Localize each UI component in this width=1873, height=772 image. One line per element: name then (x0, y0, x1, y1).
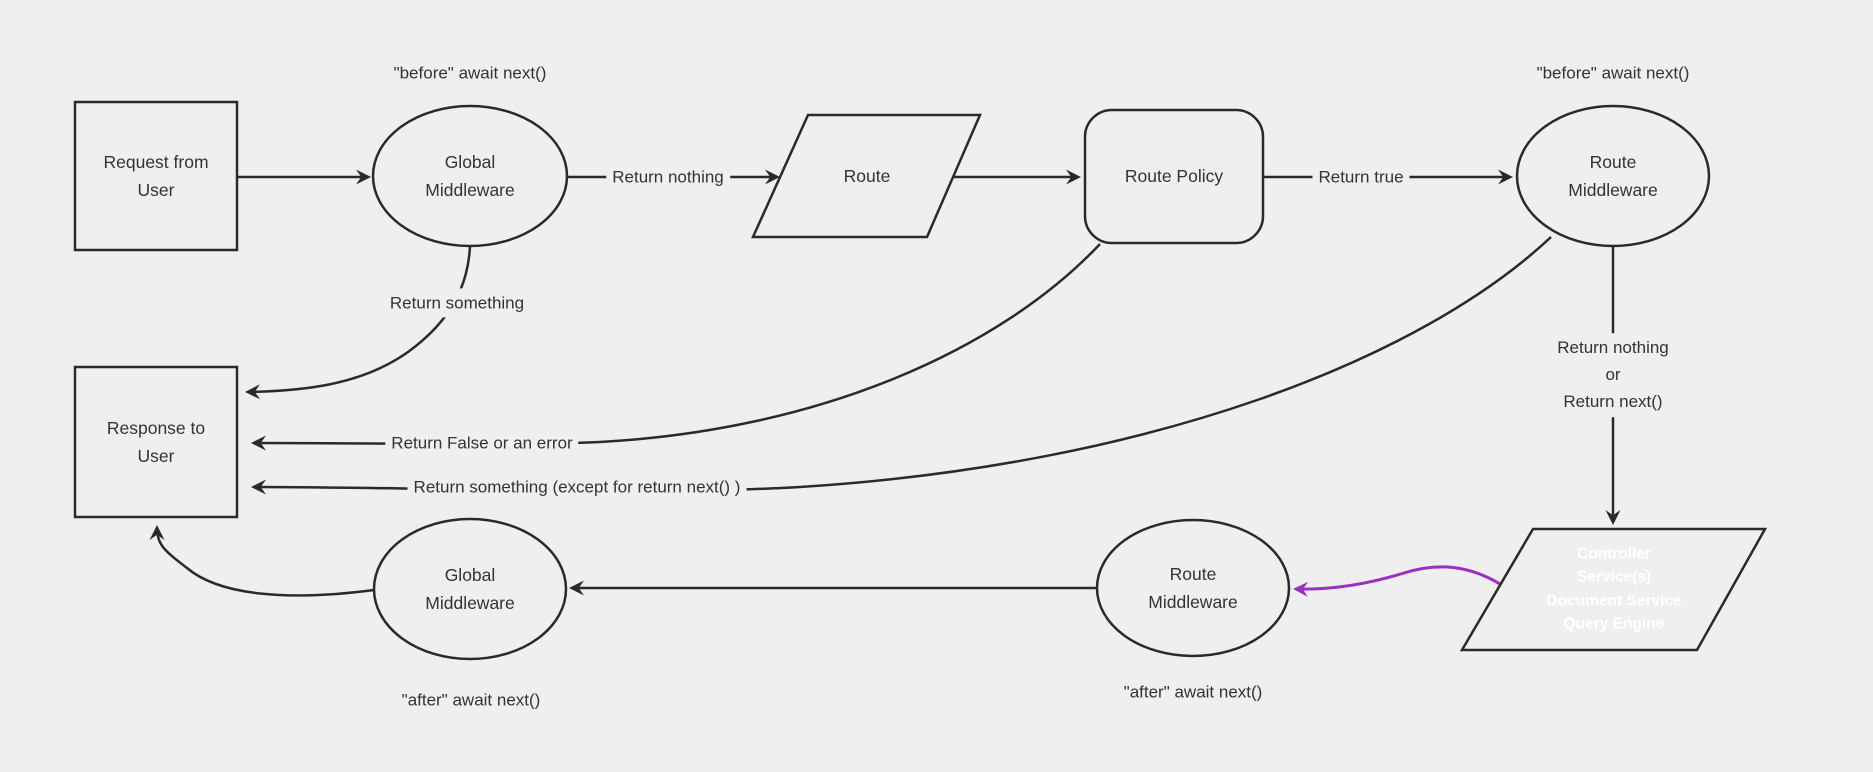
node-label-line: Query Engine (1563, 615, 1665, 633)
edge-label-line: Return next() (1563, 392, 1663, 412)
node-label-line: Route (1169, 564, 1217, 584)
edge-label-return-something: Return something (383, 288, 531, 318)
node-global-middleware-bottom (372, 517, 568, 661)
node-label-line: Middleware (1568, 180, 1658, 200)
node-label-line: Service(s) (1576, 568, 1652, 586)
node-label-line: User (137, 180, 175, 200)
edge-label-before-await-next-global: "before" await next() (387, 58, 553, 88)
nodes-layer (73, 100, 1768, 661)
node-label-response-to-user: Response to User (107, 414, 205, 470)
node-label-line: Global (444, 565, 496, 585)
node-response-to-user (73, 365, 239, 519)
node-label-line: User (137, 446, 175, 466)
node-label-global-middleware-bottom: Global Middleware (425, 561, 514, 617)
edge-label-return-something-except: Return something (except for return next… (407, 472, 747, 502)
node-label-request-from-user: Request from User (103, 148, 208, 204)
edge-label-line: Return nothing (1557, 338, 1669, 358)
node-global-middleware-top (371, 104, 569, 248)
edge-global-middleware-bottom-to-response (149, 525, 375, 597)
edge-label-before-await-next-route: "before" await next() (1530, 58, 1696, 88)
node-label-line: Document Service (1546, 592, 1682, 609)
node-label-route-middleware-top: Route Middleware (1568, 148, 1657, 204)
node-route-middleware-bottom (1095, 518, 1291, 658)
edge-route-policy-return-false (251, 243, 1101, 451)
edge-label-line: or (1605, 365, 1621, 385)
node-label-line: Response to (106, 418, 206, 438)
edge-controller-to-route-middleware-bottom (1293, 565, 1501, 597)
node-label-controller-services: Controller Service(s) Document Service Q… (1546, 543, 1681, 636)
node-label-route: Route (844, 162, 891, 190)
edge-global-middleware-return-something (245, 245, 472, 400)
node-route-middleware-top (1515, 104, 1711, 248)
edge-label-after-await-next-global: "after" await next() (395, 685, 547, 715)
node-label-line: Global (444, 152, 496, 172)
node-label-global-middleware-top: Global Middleware (425, 148, 514, 204)
edge-label-after-await-next-route: "after" await next() (1117, 677, 1269, 707)
node-route (751, 113, 982, 239)
node-label-line: Middleware (1148, 592, 1238, 612)
edge-label-return-false-or-error: Return False or an error (385, 428, 579, 458)
node-label-line: Middleware (425, 593, 515, 613)
node-label-line: Controller (1576, 545, 1652, 563)
node-label-route-policy: Route Policy (1125, 162, 1223, 190)
node-controller-services (1459, 527, 1768, 652)
node-label-line: Route Policy (1124, 166, 1224, 186)
edge-label-return-true: Return true (1312, 162, 1410, 192)
node-label-line: Route (1589, 152, 1637, 172)
node-label-line: Middleware (425, 180, 515, 200)
node-route-policy (1083, 108, 1265, 245)
node-label-line: Request from (103, 152, 209, 172)
edge-label-return-nothing: Return nothing (606, 162, 730, 192)
edges-layer (149, 169, 1621, 597)
node-label-line: Route (843, 166, 891, 186)
node-label-route-middleware-bottom: Route Middleware (1148, 560, 1237, 616)
edge-label-return-nothing-or-next: Return nothing or Return next() (1551, 333, 1675, 417)
node-request-from-user (73, 100, 239, 252)
